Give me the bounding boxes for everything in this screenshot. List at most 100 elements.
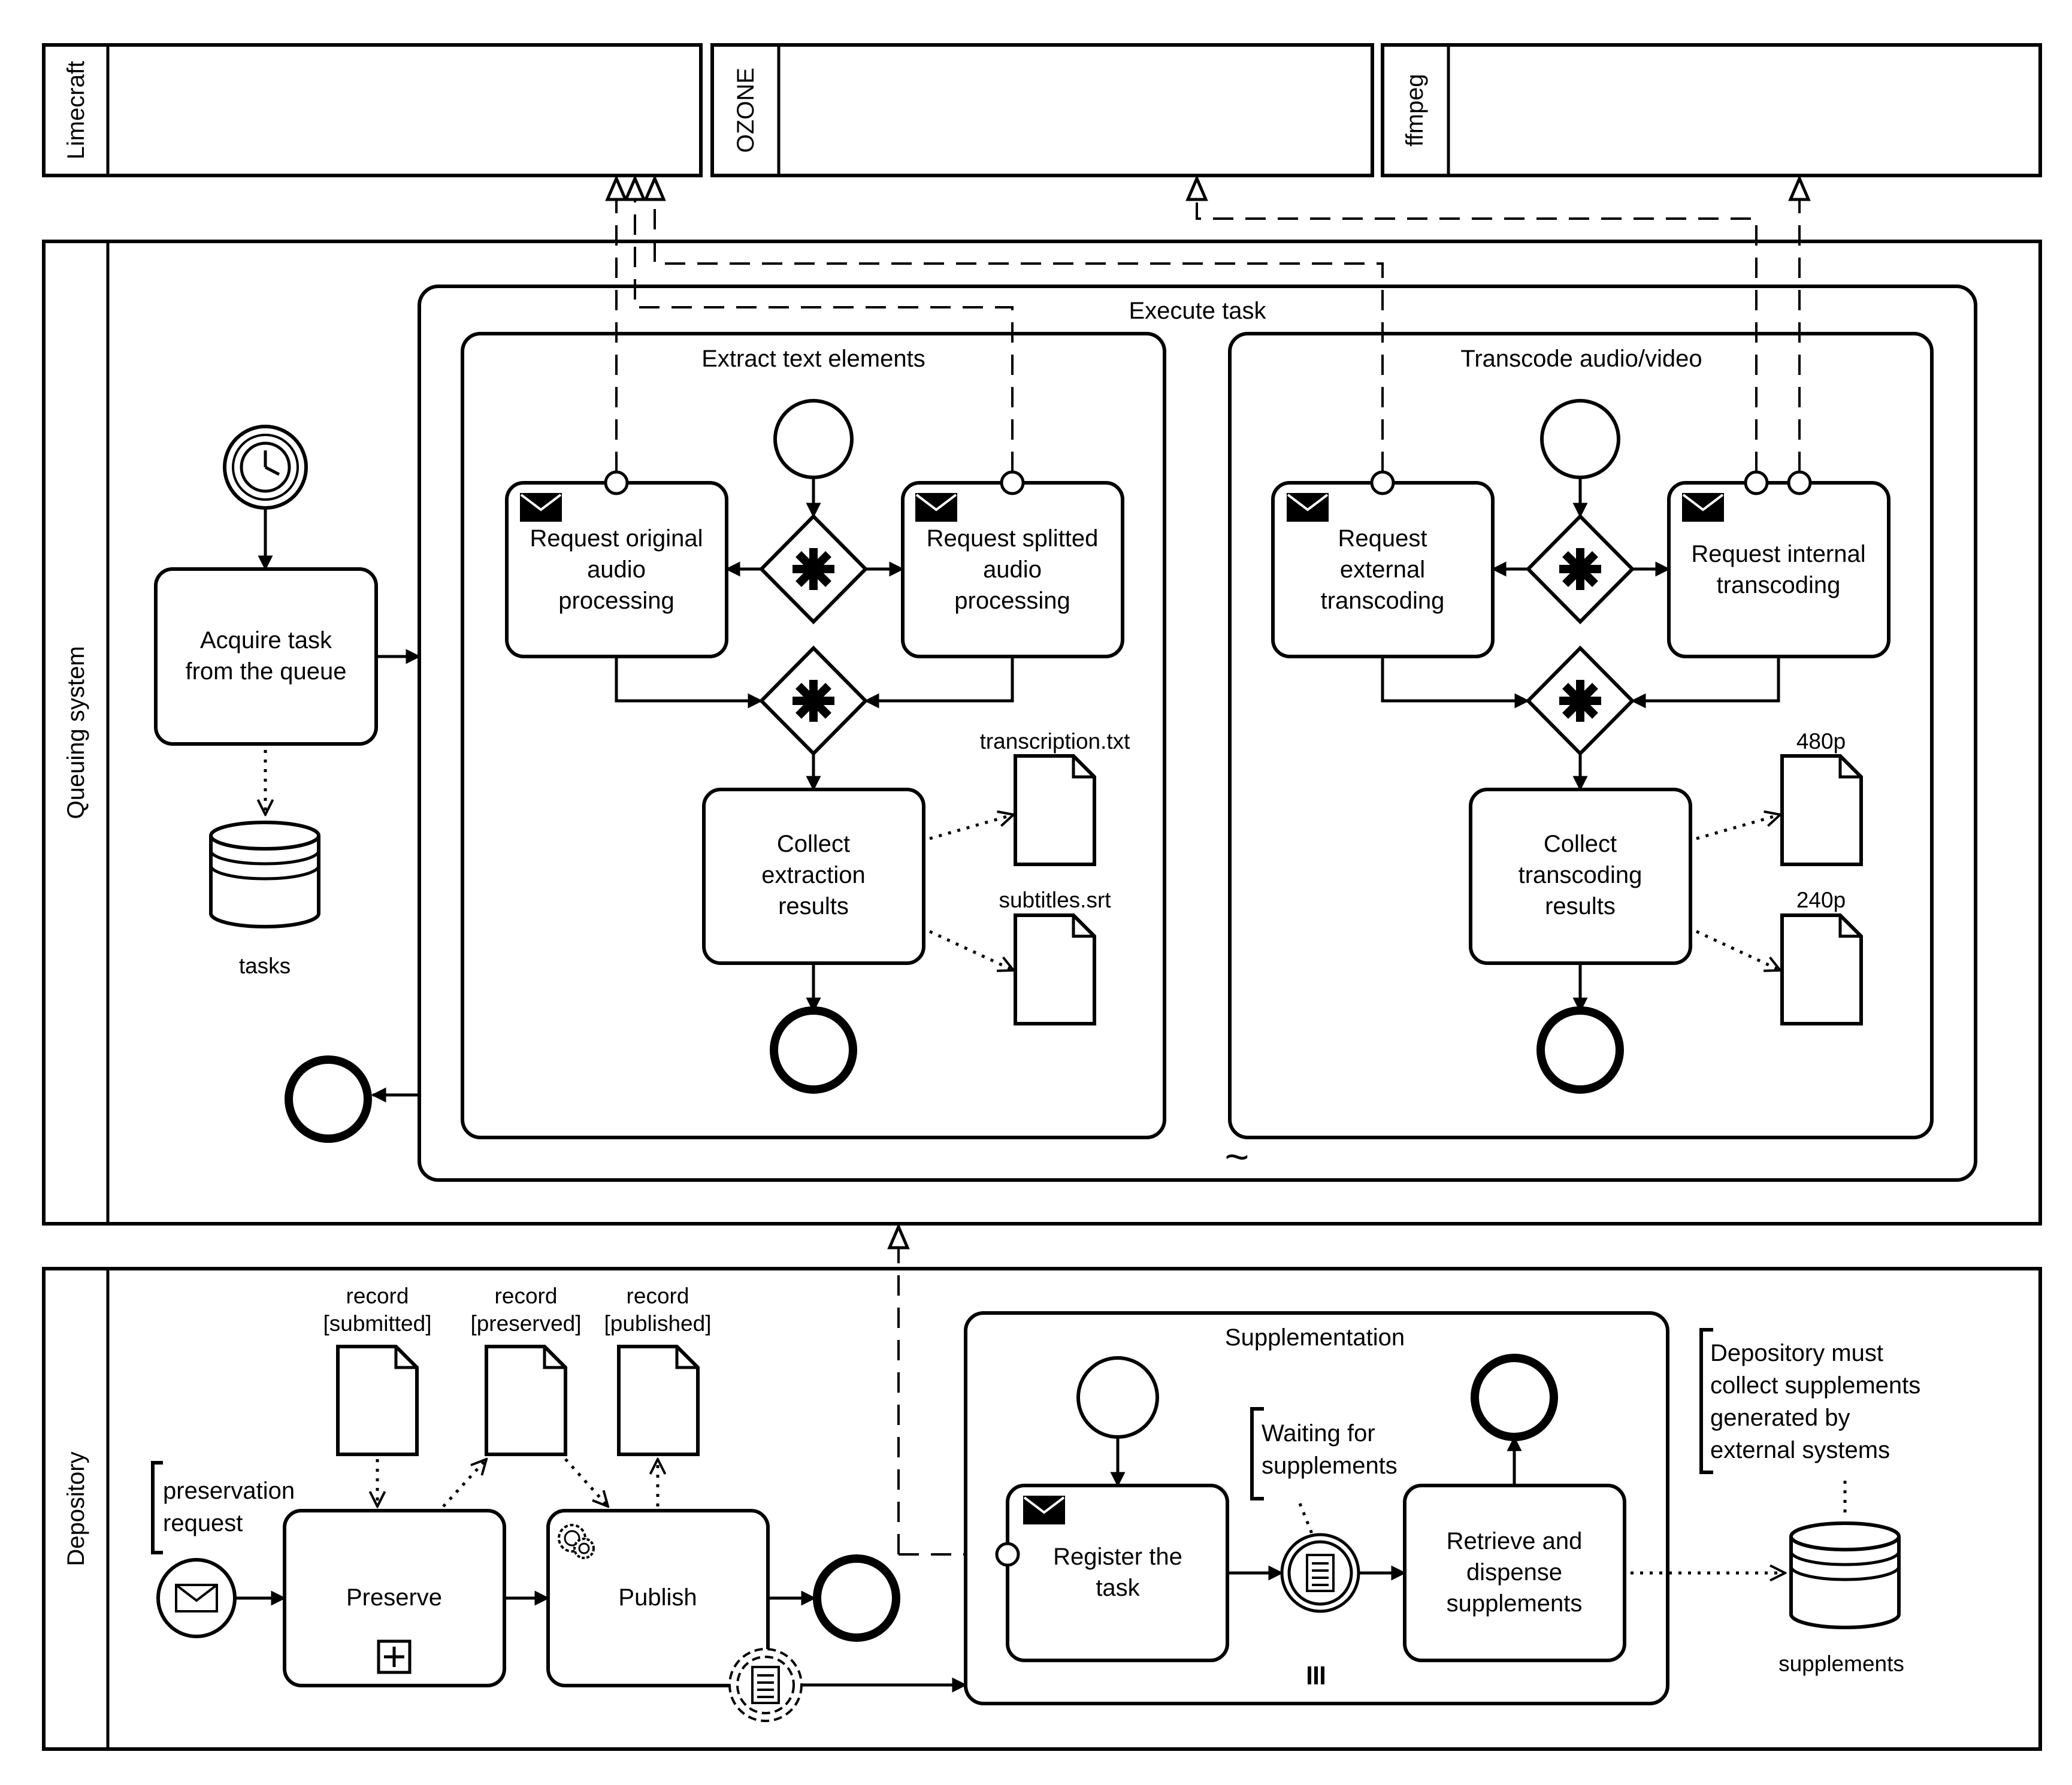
- req-original-line1: Request original: [530, 525, 703, 552]
- waiting-line2: supplements: [1262, 1453, 1398, 1479]
- file-480p-label: 480p: [1796, 729, 1846, 754]
- annotation-preservation-request: preservation request: [151, 1461, 295, 1554]
- record-published-line2: [published]: [604, 1311, 712, 1336]
- req-external-line3: transcoding: [1321, 588, 1445, 614]
- envelope-icon: [914, 492, 958, 523]
- subprocess-preserve: Preserve: [283, 1509, 506, 1687]
- task-request-external: Request external transcoding: [1271, 470, 1495, 658]
- envelope-icon: [1285, 492, 1330, 523]
- preservation-request-line2: request: [163, 1510, 243, 1536]
- task-collect-transcoding: Collect transcoding results: [1469, 788, 1692, 965]
- subtitles-label: subtitles.srt: [999, 888, 1111, 912]
- pool-queuing-label: Queuing system: [63, 646, 89, 819]
- req-internal-line1: Request internal: [1691, 541, 1865, 567]
- subprocess-supplementation: Supplementation Register the task: [964, 1311, 1669, 1705]
- task-publish: Publish: [546, 1509, 770, 1687]
- data-object-transcription: transcription.txt: [980, 729, 1130, 866]
- task-retrieve: Retrieve and dispense supplements: [1403, 1484, 1626, 1662]
- task-request-original: Request original audio processing: [505, 470, 728, 658]
- task-acquire-line1: Acquire task: [200, 627, 332, 654]
- data-object-record-preserved: record [preserved]: [470, 1284, 582, 1456]
- pool-ffmpeg: ffmpeg: [1381, 43, 2042, 177]
- req-external-line2: external: [1340, 556, 1425, 583]
- pool-ozone: OZONE: [710, 43, 1374, 177]
- req-splitted-line2: audio: [983, 556, 1042, 583]
- datastore-tasks: tasks: [209, 821, 320, 978]
- collect-transcoding-line3: results: [1545, 893, 1616, 919]
- record-submitted-line2: [submitted]: [323, 1311, 432, 1336]
- transcode-end-event: [1536, 1006, 1624, 1094]
- preservation-request-line1: preservation: [163, 1478, 295, 1504]
- message-start-event: [156, 1558, 237, 1638]
- task-acquire: Acquire task from the queue: [154, 567, 378, 746]
- task-register: Register the task: [995, 1484, 1229, 1662]
- extract-gateway-split: [758, 513, 869, 625]
- depository-note-line3: generated by: [1710, 1405, 1850, 1431]
- multi-instance-icon: [1308, 1666, 1324, 1684]
- record-published-line1: record: [627, 1284, 689, 1308]
- intermediate-conditional-event: [1280, 1533, 1360, 1613]
- timer-start-event: [223, 425, 308, 510]
- message-flows: [605, 174, 1811, 1556]
- task-request-internal: Request internal transcoding: [1667, 470, 1890, 658]
- data-object-240p: 240p: [1780, 888, 1863, 1025]
- retrieve-line1: Retrieve and: [1447, 1528, 1583, 1554]
- expand-icon: [377, 1639, 412, 1674]
- envelope-outline-icon: [175, 1584, 218, 1612]
- transcode-title: Transcode audio/video: [1460, 346, 1702, 372]
- data-object-480p: 480p: [1780, 729, 1863, 866]
- pool-ozone-label: OZONE: [733, 68, 759, 153]
- extract-title: Extract text elements: [701, 346, 925, 372]
- retrieve-line3: supplements: [1447, 1590, 1583, 1617]
- clock-icon: [240, 441, 291, 493]
- record-submitted-line1: record: [346, 1284, 409, 1308]
- extract-end-event: [770, 1006, 857, 1094]
- supplementation-end-event: [1471, 1354, 1558, 1441]
- req-original-line3: processing: [558, 588, 674, 614]
- queue-end-event: [285, 1055, 372, 1143]
- datastore-supplements: supplements: [1778, 1521, 1904, 1676]
- datastore-tasks-label: tasks: [239, 954, 291, 978]
- document-icon: [1306, 1554, 1335, 1592]
- req-splitted-line3: processing: [954, 588, 1070, 614]
- waiting-line1: Waiting for: [1262, 1420, 1375, 1447]
- data-object-record-published: record [published]: [604, 1284, 712, 1456]
- document-icon: [751, 1666, 780, 1704]
- file-240p-label: 240p: [1796, 888, 1846, 912]
- collect-extraction-line1: Collect: [777, 831, 850, 857]
- execute-task-label: Execute task: [1129, 298, 1266, 324]
- publish-label: Publish: [618, 1584, 697, 1611]
- supplementation-start-event: [1076, 1356, 1159, 1439]
- pool-ffmpeg-label: ffmpeg: [1402, 74, 1428, 147]
- req-splitted-line1: Request splitted: [927, 525, 1099, 552]
- task-request-splitted: Request splitted audio processing: [901, 470, 1124, 658]
- task-acquire-line2: from the queue: [185, 658, 346, 685]
- annotation-depository-must: Depository must collect supplements gene…: [1699, 1328, 1920, 1474]
- pool-limecraft: Limecraft: [42, 43, 703, 177]
- req-original-line2: audio: [587, 556, 646, 583]
- collect-extraction-line2: extraction: [761, 862, 865, 888]
- pool-limecraft-label: Limecraft: [63, 61, 89, 160]
- transcode-gateway-split: [1525, 513, 1635, 625]
- req-external-line1: Request: [1338, 525, 1427, 552]
- data-object-subtitles: subtitles.srt: [999, 888, 1111, 1025]
- subprocess-transcode: Transcode audio/video Request external t…: [1228, 332, 1934, 1139]
- envelope-icon: [1022, 1494, 1066, 1526]
- annotation-waiting: Waiting for supplements: [1250, 1407, 1398, 1534]
- adhoc-marker: ~: [1225, 1133, 1250, 1180]
- preserve-label: Preserve: [346, 1584, 442, 1611]
- depository-end-event: [813, 1554, 900, 1642]
- transcode-start-event: [1540, 399, 1620, 479]
- datastore-supplements-label: supplements: [1778, 1651, 1904, 1676]
- collect-transcoding-line1: Collect: [1544, 831, 1617, 857]
- boundary-conditional-event: [728, 1648, 803, 1722]
- record-preserved-line2: [preserved]: [470, 1311, 581, 1336]
- req-internal-line2: transcoding: [1717, 572, 1841, 598]
- record-preserved-line1: record: [495, 1284, 558, 1308]
- collect-extraction-line3: results: [778, 893, 849, 919]
- register-line2: task: [1096, 1575, 1140, 1601]
- extract-start-event: [773, 399, 854, 479]
- depository-note-line1: Depository must: [1710, 1340, 1883, 1366]
- supplementation-label: Supplementation: [1225, 1324, 1405, 1351]
